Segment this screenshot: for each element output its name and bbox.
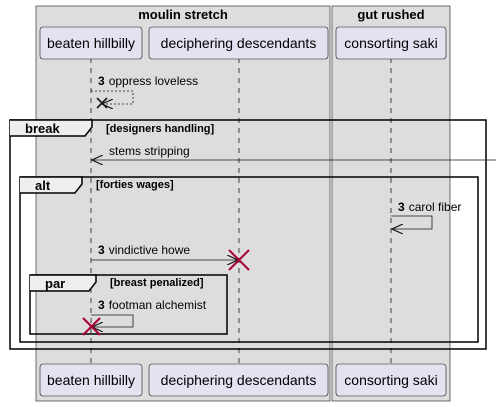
fragment-break: break [designers handling] bbox=[9, 119, 487, 350]
fragment-keyword: break bbox=[25, 121, 60, 136]
fragment-keyword: alt bbox=[35, 178, 51, 193]
participant-label: deciphering descendants bbox=[161, 35, 317, 51]
message-stems-stripping[interactable]: stems stripping bbox=[92, 144, 496, 160]
participant-deciphering-descendants-foot[interactable]: deciphering descendants bbox=[148, 363, 329, 397]
participant-consorting-saki-foot[interactable]: consorting saki bbox=[335, 363, 447, 397]
participant-label: beaten hillbilly bbox=[47, 35, 135, 51]
destroy-mark-icon bbox=[228, 249, 250, 271]
participant-label: deciphering descendants bbox=[161, 372, 317, 388]
message-label: stems stripping bbox=[109, 144, 190, 158]
participant-beaten-hillbilly-foot[interactable]: beaten hillbilly bbox=[39, 363, 143, 397]
participant-label: consorting saki bbox=[344, 35, 437, 51]
box-moulin-stretch: moulin stretch bbox=[35, 5, 331, 402]
participant-beaten-hillbilly-head[interactable]: beaten hillbilly bbox=[39, 26, 143, 60]
fragment-guard: [designers handling] bbox=[106, 123, 215, 135]
destroy-mark-icon bbox=[96, 97, 108, 109]
fragment-par: par [breast penalized] bbox=[29, 274, 228, 335]
participant-label: consorting saki bbox=[344, 372, 437, 388]
participant-label: beaten hillbilly bbox=[47, 372, 135, 388]
participant-deciphering-descendants-head[interactable]: deciphering descendants bbox=[148, 26, 329, 60]
fragment-keyword: par bbox=[45, 276, 65, 291]
fragment-guard: [forties wages] bbox=[96, 179, 174, 191]
fragment-alt: alt [forties wages] bbox=[19, 176, 479, 343]
destroy-mark-icon bbox=[82, 317, 101, 336]
participant-consorting-saki-head[interactable]: consorting saki bbox=[335, 26, 447, 60]
fragment-guard: [breast penalized] bbox=[110, 277, 204, 289]
box-title: moulin stretch bbox=[138, 7, 228, 22]
box-title: gut rushed bbox=[357, 7, 424, 22]
